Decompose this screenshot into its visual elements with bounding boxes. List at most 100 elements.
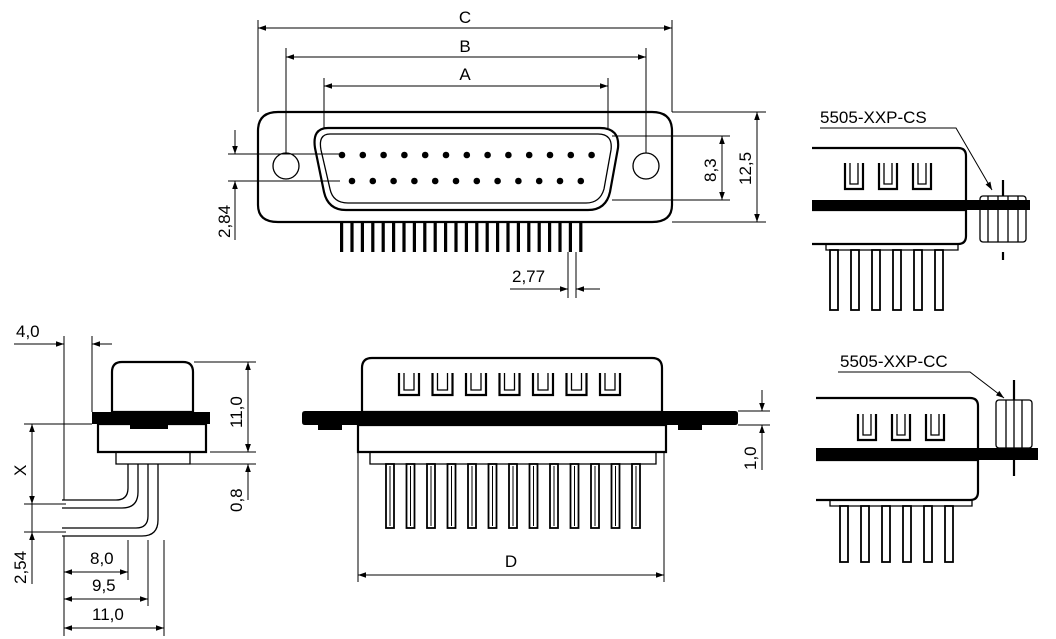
socket — [498, 373, 521, 397]
contact-pin — [473, 177, 481, 185]
solder-tail-pin — [444, 223, 448, 252]
solder-tail-pin — [558, 223, 562, 252]
solder-tail-pin — [496, 223, 500, 252]
dim-2-84-label: 2,84 — [215, 205, 234, 238]
solder-pin — [829, 249, 839, 311]
contact-pin — [556, 177, 564, 185]
contact-pin — [401, 151, 408, 159]
contact-pin — [577, 177, 585, 185]
solder-pin — [923, 505, 933, 563]
socket — [565, 373, 588, 397]
solder-pins — [385, 463, 641, 529]
solder-tail-pin — [381, 223, 385, 252]
contact-pin — [535, 177, 543, 185]
solder-pins — [829, 249, 944, 311]
right-mounting-hole — [632, 152, 660, 180]
variant-cc-label: 5505-XXP-CC — [840, 352, 948, 371]
solder-pin — [850, 249, 860, 311]
contact-pin — [588, 151, 595, 159]
contact-sockets — [856, 414, 946, 442]
solder-pin — [871, 249, 881, 311]
solder-tail-pin — [527, 223, 531, 252]
contact-pin — [380, 151, 387, 159]
contact-pin — [567, 151, 575, 159]
d-shell-inner — [319, 133, 612, 204]
solder-pin — [881, 505, 891, 563]
dim-b-label: B — [459, 37, 470, 56]
dim-2-77-label: 2,77 — [512, 267, 545, 286]
dim-4-0-label: 4,0 — [16, 322, 40, 341]
solder-pin — [944, 505, 954, 563]
dim-0-8-label: 0,8 — [227, 488, 246, 512]
contact-pin — [369, 177, 377, 185]
variant-cs-view: 5505-XXP-CS — [812, 108, 1030, 311]
solder-tail-pin — [433, 223, 437, 252]
contact-pin — [421, 151, 429, 159]
solder-tail-pin — [454, 223, 458, 252]
dim-12-5-label: 12,5 — [736, 152, 755, 185]
solder-tail-pin — [360, 223, 364, 252]
contact-pin — [505, 151, 512, 159]
solder-tail-pin — [568, 223, 572, 252]
variant-cc-view: 5505-XXP-CC — [816, 352, 1038, 563]
socket-inner — [503, 373, 516, 391]
solder-tail-pin — [516, 223, 520, 252]
socket — [464, 373, 488, 397]
dim-a-label: A — [459, 65, 471, 84]
contact-pin — [494, 177, 501, 185]
solder-pin — [934, 249, 944, 311]
solder-tail-pin — [475, 223, 479, 252]
socket-inner — [862, 414, 872, 436]
contact-pin — [452, 177, 460, 185]
side-view: 4,0 11,0 0,8 X 2,54 8,0 9,5 11,0 — [11, 322, 256, 636]
dim-8-0-label: 8,0 — [90, 549, 114, 568]
cross-section-view: D 1,0 — [302, 356, 770, 582]
dim-8-3-label: 8,3 — [701, 158, 720, 182]
solder-tail-pin — [506, 223, 510, 252]
dim-2-54-label: 2,54 — [11, 551, 30, 584]
socket-inner — [604, 373, 616, 391]
solder-tail-pins — [340, 223, 583, 252]
solder-tail-pin — [537, 223, 541, 252]
contact-pin — [525, 151, 533, 159]
contact-pin — [390, 177, 397, 185]
contact-pin — [431, 177, 439, 185]
dim-d-label: D — [505, 552, 517, 571]
solder-pins — [839, 505, 954, 563]
contact-pin — [546, 151, 554, 159]
socket-inner — [849, 163, 859, 185]
dim-11-0-vertical-label: 11,0 — [227, 396, 246, 428]
contact-pin — [359, 151, 367, 159]
front-view: C B A 2,84 8,3 12,5 2,77 — [215, 8, 766, 298]
solder-tail-pin — [464, 223, 468, 252]
dim-x-label: X — [11, 465, 30, 476]
socket — [911, 163, 933, 191]
contact-pin — [411, 177, 418, 185]
socket — [890, 414, 912, 442]
socket-inner — [570, 373, 583, 391]
socket — [431, 373, 454, 397]
solder-pin — [902, 505, 912, 563]
d-shell-outer — [313, 126, 620, 212]
contact-pins — [338, 151, 595, 185]
flange-outline — [256, 110, 674, 224]
socket — [843, 163, 865, 191]
socket — [531, 373, 555, 397]
solder-pin — [913, 249, 923, 311]
dim-1-0-label: 1,0 — [741, 446, 760, 470]
solder-tail-pin — [423, 223, 427, 252]
socket — [877, 163, 899, 191]
contact-sockets — [843, 163, 933, 191]
socket-inner — [930, 414, 940, 436]
solder-tail-pin — [350, 223, 354, 252]
solder-pin — [839, 505, 849, 563]
solder-tail-pin — [579, 223, 583, 252]
solder-pin — [860, 505, 870, 563]
contact-pin — [442, 151, 450, 159]
contact-pin — [484, 151, 491, 159]
contact-sockets — [397, 373, 622, 397]
socket-inner — [917, 163, 927, 185]
socket-inner — [403, 373, 415, 391]
solder-tail-pin — [392, 223, 396, 252]
